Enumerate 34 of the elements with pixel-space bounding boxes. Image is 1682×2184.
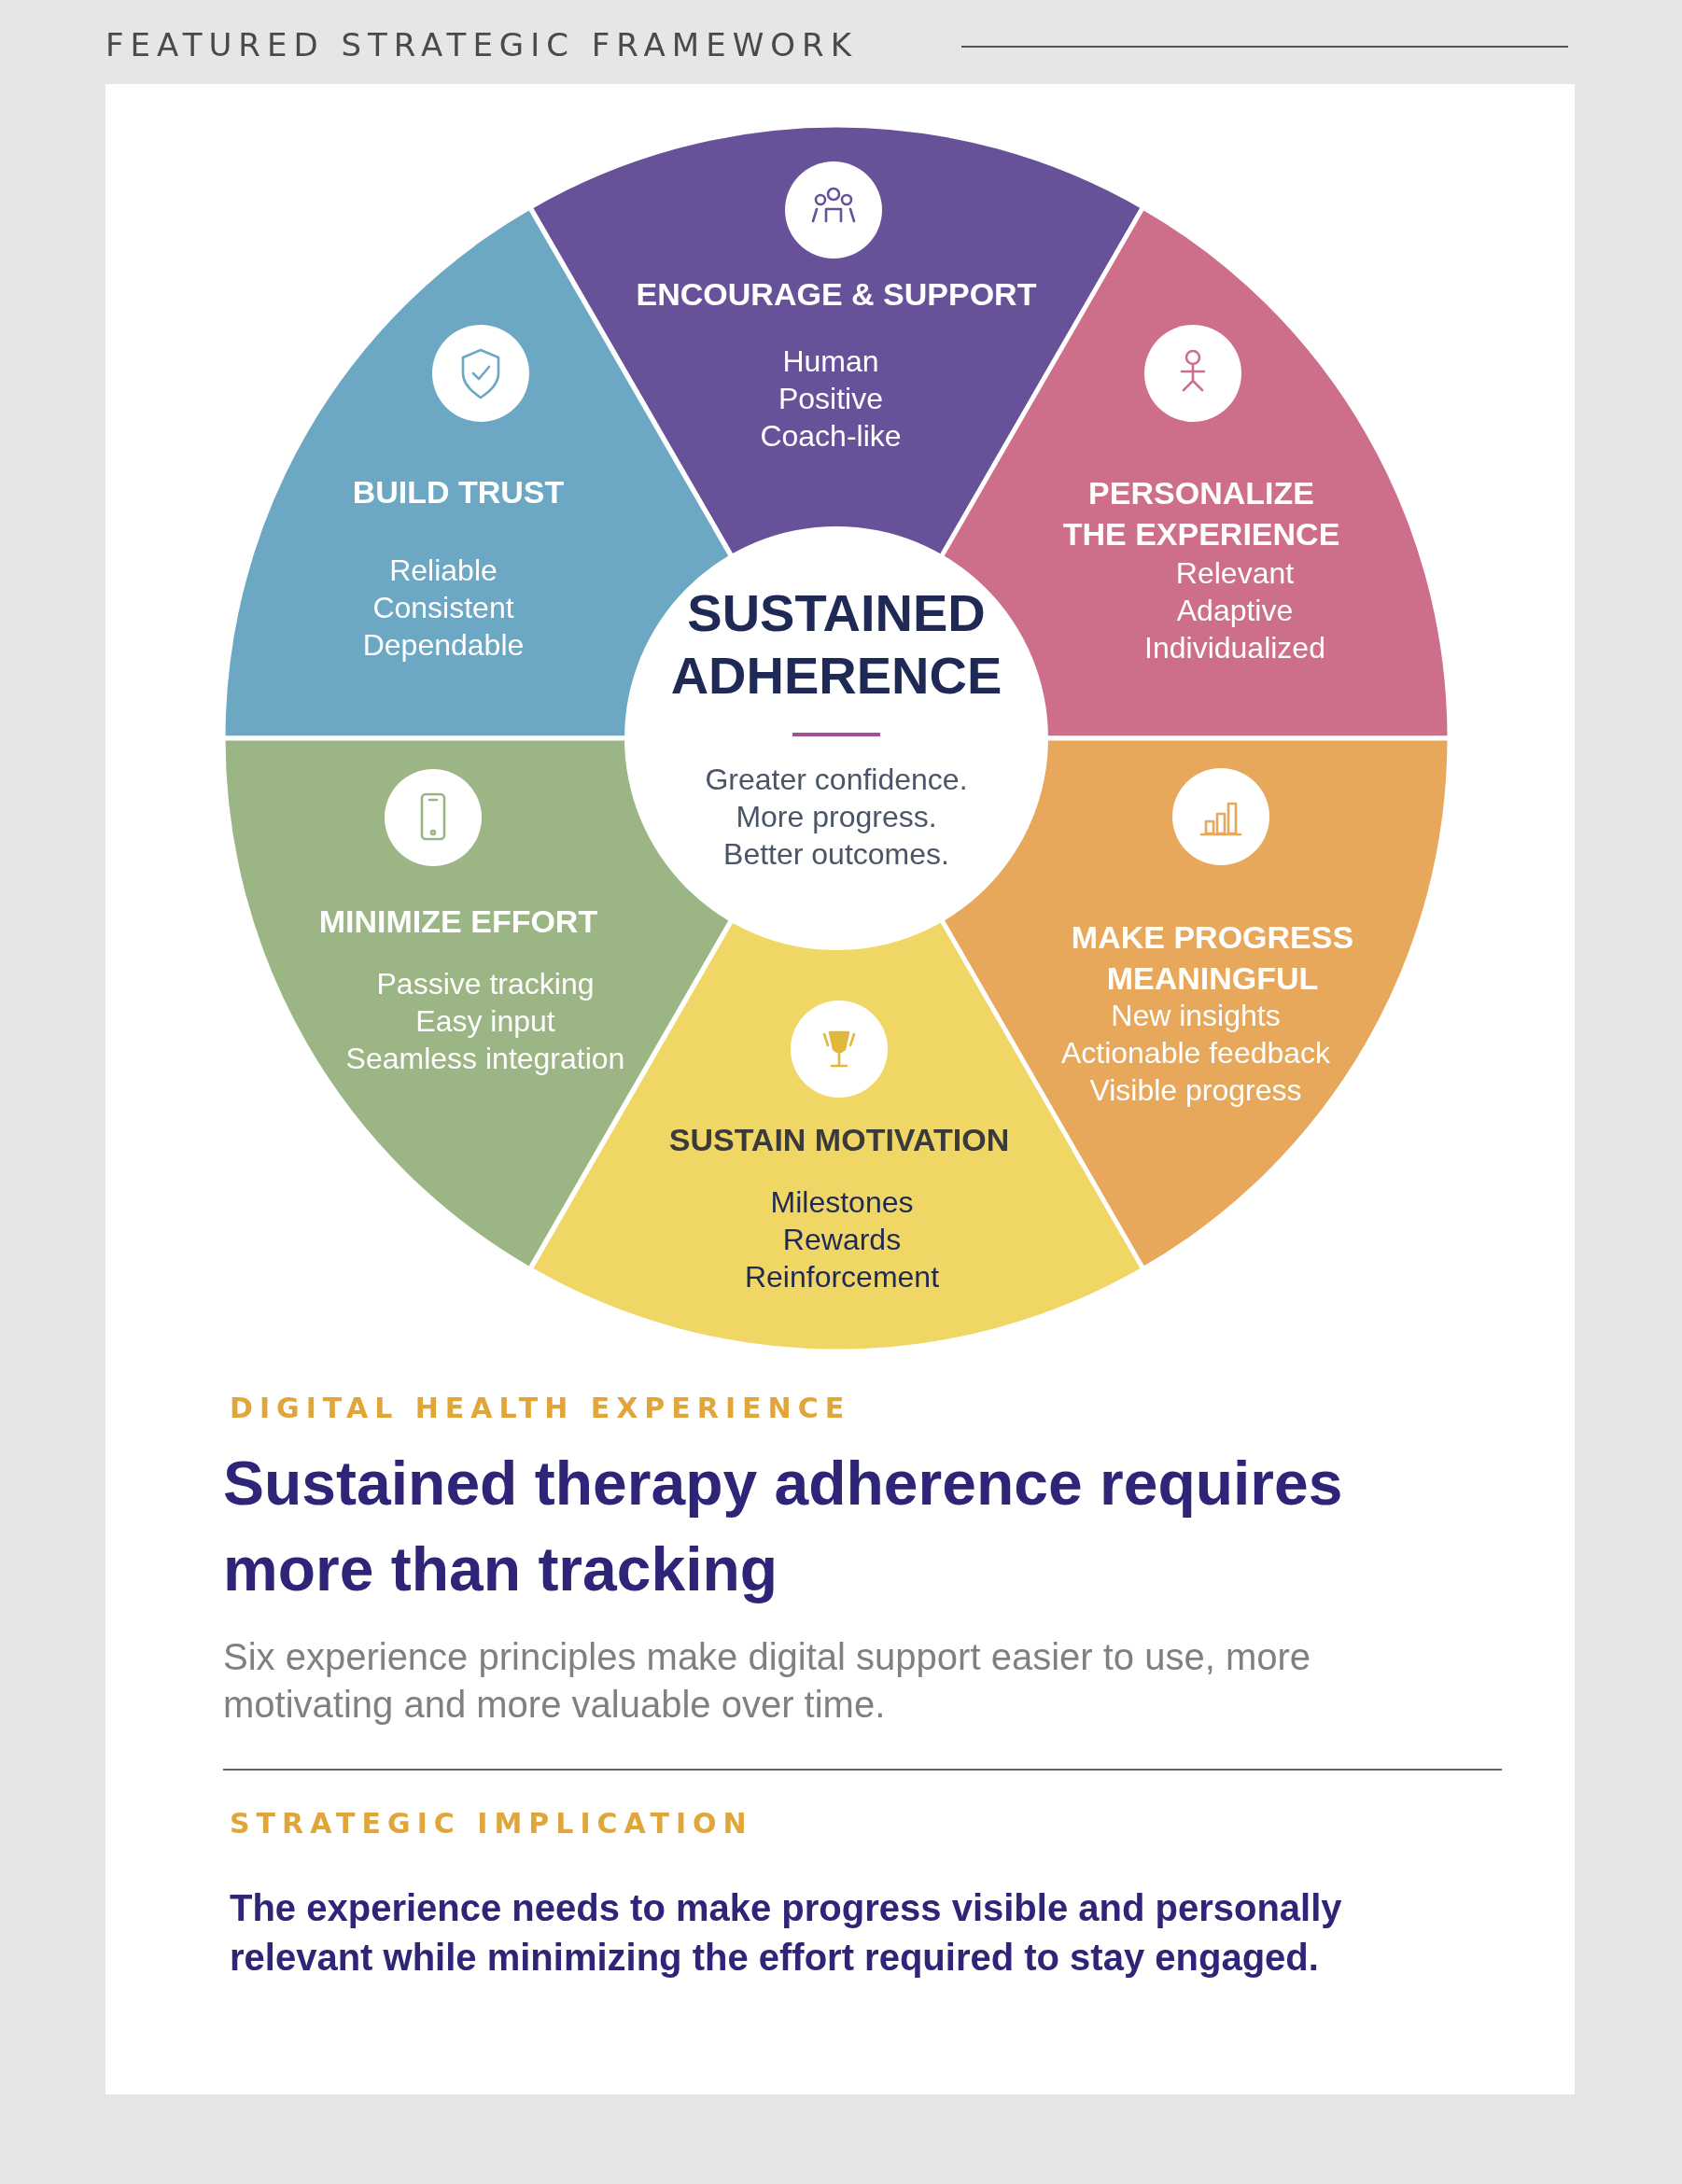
segment-item: Milestones [769, 1184, 915, 1221]
segment-heading: PERSONALIZE THE EXPERIENCE [1061, 474, 1341, 553]
segment-item: Dependable [361, 627, 526, 664]
segment-item: Visible progress [1088, 1072, 1303, 1109]
center-title: SUSTAINED ADHERENCE [669, 582, 1003, 707]
segment-item: Consistent [371, 590, 515, 626]
segment-item: Positive [777, 381, 884, 417]
segment-item: Reinforcement [743, 1259, 941, 1295]
eyebrow-label: STRATEGIC IMPLICATION [230, 1806, 754, 1841]
center-text: Better outcomes. [722, 836, 950, 873]
segment-item: Adaptive [1175, 593, 1295, 629]
segment-item: Individualized [1143, 630, 1326, 666]
segment-item: Relevant [1174, 555, 1296, 592]
implication-text: The experience needs to make progress visible and personally relevant while minimizing the effort required to stay engaged. [230, 1886, 1343, 1980]
segment-item: Passive tracking [375, 966, 596, 1002]
segment-item: Easy input [414, 1003, 556, 1040]
subheadline: Six experience principles make digital support easier to use, more motivating and more valuable over time. [223, 1635, 1312, 1727]
segment-heading: MAKE PROGRESS MEANINGFUL [1070, 918, 1355, 998]
headline: Sustained therapy adherence requires more than tracking [223, 1448, 1344, 1605]
segment-item: Rewards [781, 1222, 903, 1258]
segment-item: Actionable feedback [1059, 1035, 1332, 1071]
segment-heading: BUILD TRUST [351, 473, 566, 511]
eyebrow-label: DIGITAL HEALTH EXPERIENCE [230, 1391, 852, 1426]
section-heading: FEATURED STRATEGIC FRAMEWORK [105, 25, 858, 65]
segment-heading: SUSTAIN MOTIVATION [667, 1121, 1011, 1159]
center-text: More progress. [735, 799, 938, 835]
segment-item: Human [781, 343, 880, 380]
center-text: Greater confidence. [704, 762, 969, 798]
segment-heading: ENCOURAGE & SUPPORT [635, 275, 1038, 314]
segment-item: New insights [1110, 998, 1282, 1034]
segment-item: Coach-like [759, 418, 903, 455]
segment-item: Seamless integration [344, 1041, 626, 1077]
segment-item: Reliable [388, 553, 498, 589]
segment-heading: MINIMIZE EFFORT [317, 903, 599, 941]
